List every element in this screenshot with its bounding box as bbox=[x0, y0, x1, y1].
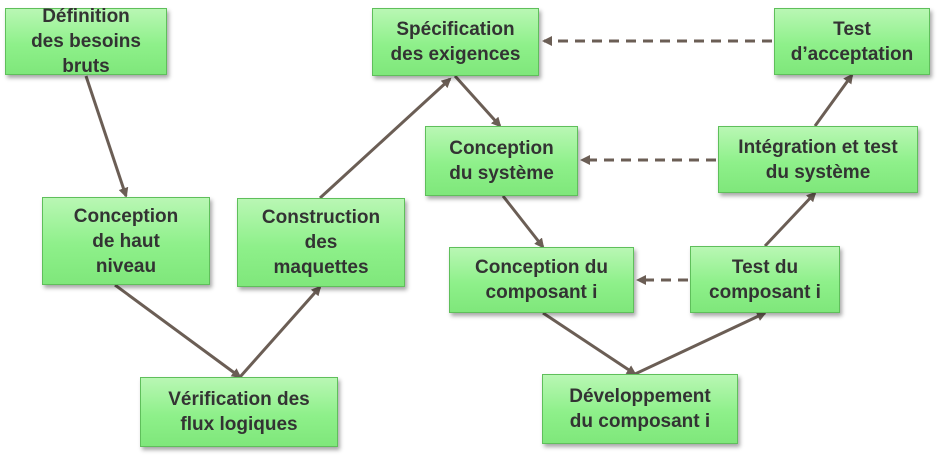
arrow-integration-to-acceptation bbox=[813, 73, 854, 127]
node-definition-besoins: Définition des besoins bruts bbox=[5, 6, 167, 77]
arrow-construction-to-specification bbox=[318, 77, 452, 200]
arrow-composant-to-developpement bbox=[542, 311, 637, 376]
arrow-developpement-to-test-composant bbox=[634, 311, 767, 376]
node-conception-systeme: Conception du système bbox=[425, 126, 578, 196]
arrow-specification-to-conception-systeme bbox=[453, 74, 502, 128]
arrow-definition-to-conception-haut bbox=[84, 75, 129, 198]
node-construction-maquettes: Construction des maquettes bbox=[237, 198, 405, 287]
arrow-conception-systeme-to-composant bbox=[501, 195, 545, 249]
node-integration-test: Intégration et test du système bbox=[718, 126, 918, 193]
node-test-composant: Test du composant i bbox=[690, 246, 840, 313]
node-specification-exigences: Spécification des exigences bbox=[372, 8, 539, 76]
node-conception-composant: Conception du composant i bbox=[449, 247, 634, 313]
arrow-test-composant-to-integration bbox=[763, 191, 817, 248]
arrow-verification-to-construction bbox=[238, 285, 322, 378]
arrow-conception-haut-to-verification bbox=[114, 283, 242, 379]
node-conception-haut-niveau: Conception de haut niveau bbox=[42, 197, 210, 285]
node-test-acceptation: Test d’acceptation bbox=[774, 8, 930, 75]
node-developpement-composant: Développement du composant i bbox=[542, 374, 738, 444]
node-verification-flux: Vérification des flux logiques bbox=[140, 377, 338, 447]
